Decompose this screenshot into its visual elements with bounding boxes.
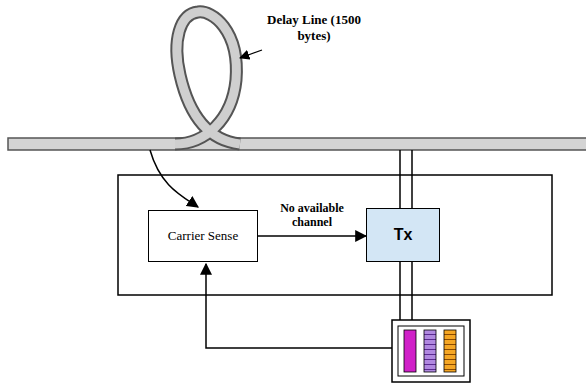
queue-feedback-arrow [206, 264, 392, 348]
transmitter-box: Tx [366, 208, 440, 262]
delay-line-label: Delay Line (1500 bytes) [264, 12, 364, 43]
node-housing [118, 175, 552, 295]
delay-line-loop [175, 12, 240, 144]
edge-label: No available channel [270, 202, 354, 230]
arrow-connector [258, 235, 366, 237]
leader-line [240, 50, 262, 58]
process-box: Carrier Sense [148, 210, 258, 262]
packet-queue [392, 320, 470, 382]
fiber-line [8, 138, 586, 150]
node-text: Carrier Sense [168, 229, 238, 244]
node-text: Tx [394, 226, 413, 244]
tap-arrow [150, 150, 198, 207]
